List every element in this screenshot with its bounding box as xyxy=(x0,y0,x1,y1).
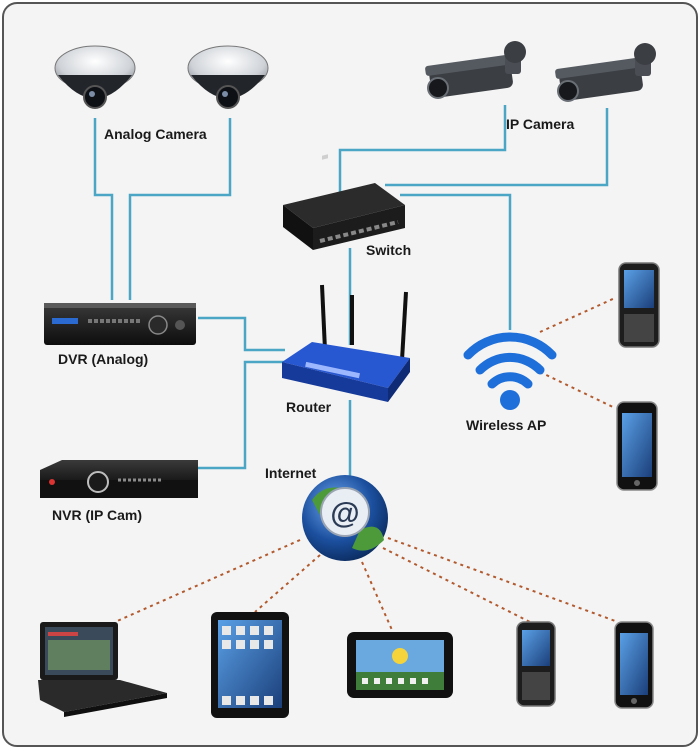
label-router: Router xyxy=(286,399,332,415)
dome-camera-icon xyxy=(54,45,136,109)
link-internet-to-phone-bottom-right xyxy=(387,537,619,623)
globe-at-icon: @ xyxy=(302,475,388,561)
smartphone-icon xyxy=(614,621,654,709)
wired-connections xyxy=(93,105,609,478)
network-switch-icon xyxy=(283,154,405,250)
nvr-recorder-icon xyxy=(40,460,198,498)
wire-ipcam-left-to-switch xyxy=(338,105,507,195)
dome-camera-icon xyxy=(187,45,269,109)
label-dvr: DVR (Analog) xyxy=(58,351,149,367)
laptop-icon xyxy=(38,622,167,717)
bullet-camera-icon xyxy=(425,41,526,99)
label-internet: Internet xyxy=(265,465,317,481)
label-analog-camera: Analog Camera xyxy=(104,126,207,142)
label-wireless-ap: Wireless AP xyxy=(466,417,547,433)
dvr-recorder-icon xyxy=(44,303,196,345)
wire-analog-cam-left-to-dvr xyxy=(93,118,114,300)
smartphone-icon xyxy=(516,621,556,707)
wire-dvr-to-router xyxy=(198,316,285,352)
link-internet-to-tablet xyxy=(254,554,321,613)
svg-text:@: @ xyxy=(330,497,359,530)
wifi-router-icon xyxy=(282,284,410,402)
link-internet-to-widescreen-tablet xyxy=(361,561,393,631)
wire-switch-to-wireless-ap xyxy=(400,193,512,330)
smartphone-icon xyxy=(618,262,660,348)
smartphone-icon xyxy=(616,401,658,491)
label-ip-camera: IP Camera xyxy=(506,116,575,132)
tablet-icon xyxy=(211,612,289,718)
label-switch: Switch xyxy=(366,242,412,258)
wire-ipcam-right-to-switch xyxy=(385,108,609,187)
wire-nvr-to-router xyxy=(198,360,285,470)
wifi-signal-icon xyxy=(463,332,557,410)
wireless-connections xyxy=(114,297,619,631)
link-internet-to-laptop xyxy=(114,539,301,623)
label-nvr: NVR (IP Cam) xyxy=(52,507,142,523)
wire-analog-cam-right-to-dvr xyxy=(128,118,232,300)
bullet-camera-icon xyxy=(555,43,656,102)
tablet-icon xyxy=(347,632,453,698)
